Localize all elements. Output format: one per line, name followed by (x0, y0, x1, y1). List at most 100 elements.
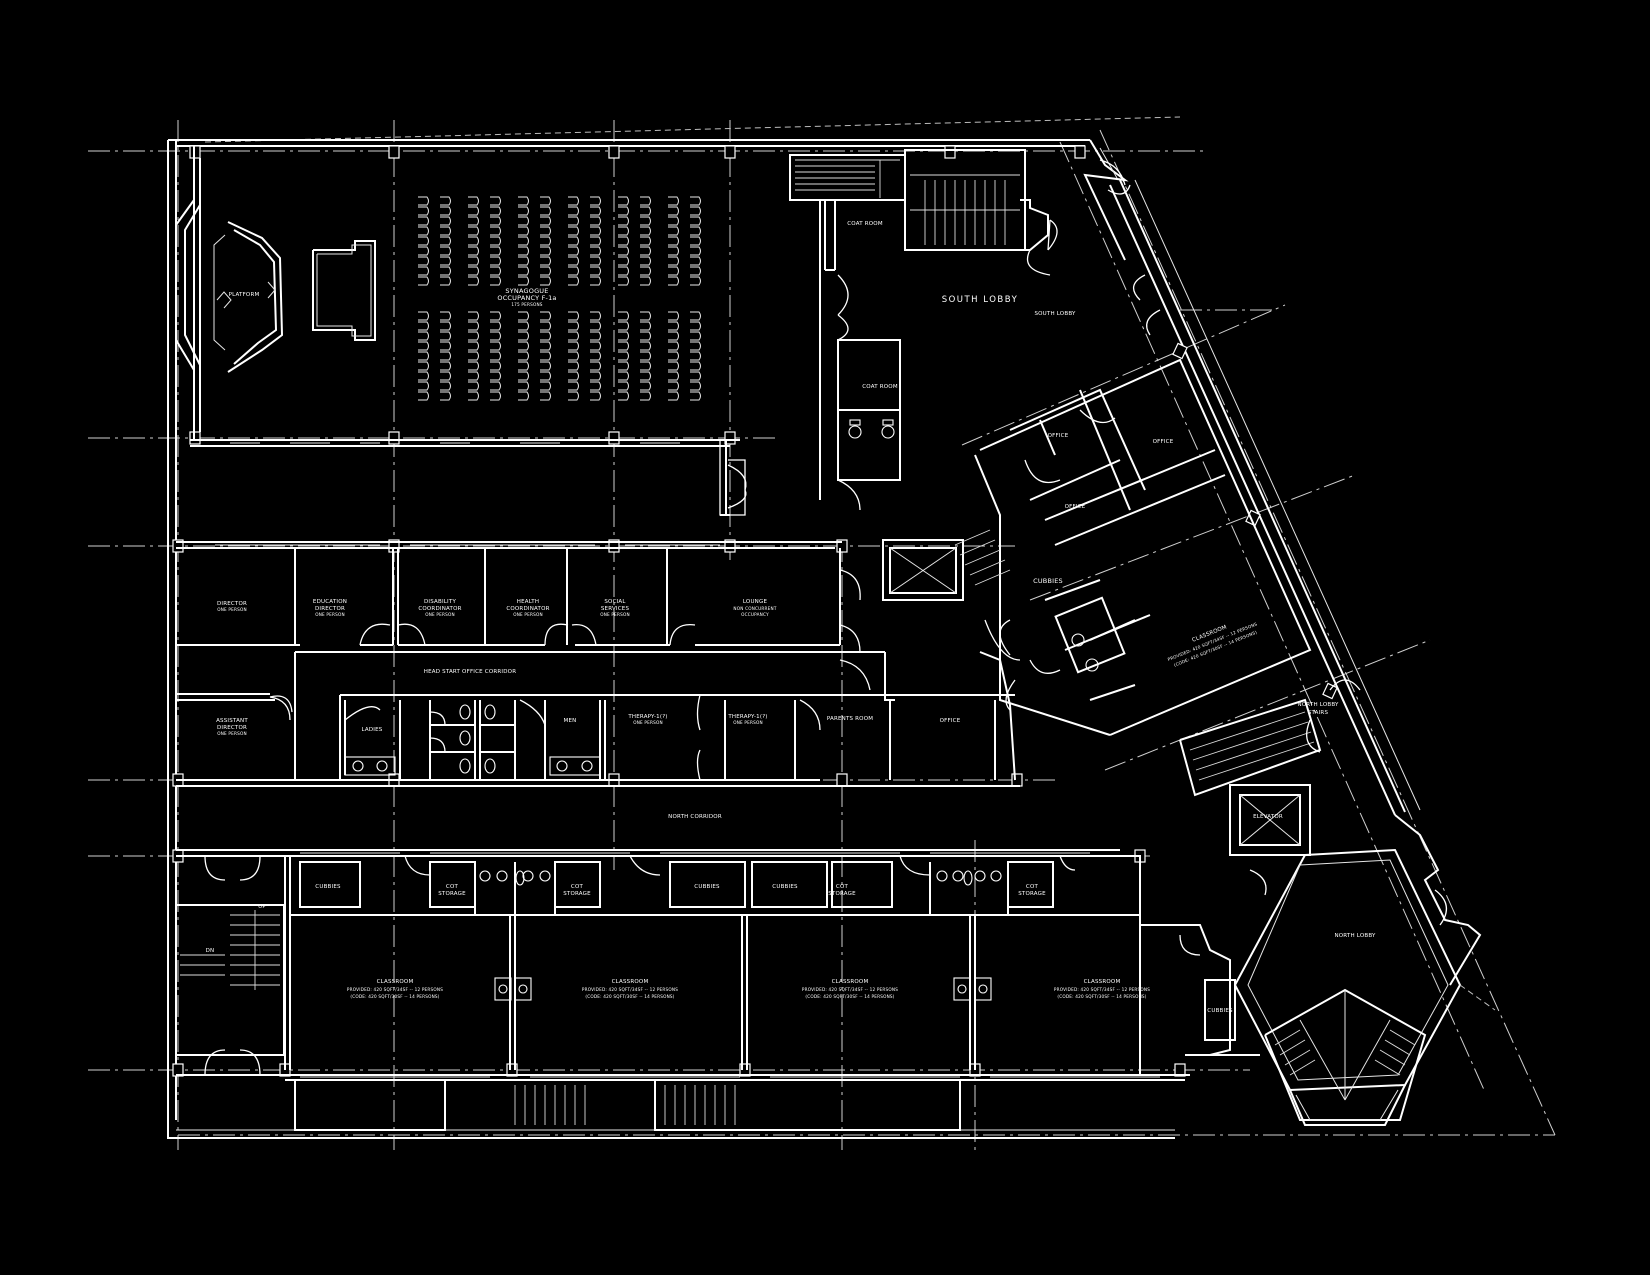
ladies-label: LADIES (362, 727, 383, 733)
seat (618, 381, 629, 391)
seat (590, 216, 601, 226)
seat (668, 216, 679, 226)
social-services-label-1: SOCIAL (604, 599, 626, 605)
assistant-director-label-1: ASSISTANT (216, 718, 248, 724)
seat (540, 351, 551, 361)
seat (590, 246, 601, 256)
classroom-3-label: CLASSROOM (832, 979, 869, 985)
seat (590, 341, 601, 351)
seat (568, 226, 579, 236)
seat (490, 311, 501, 321)
classroom-east-line2: (CODE: 420 SQFT/30SF -- 14 PERSONS) (1173, 630, 1258, 668)
seat (568, 236, 579, 246)
seat (690, 216, 701, 226)
seat (518, 311, 529, 321)
seat (568, 331, 579, 341)
seat (518, 236, 529, 246)
cubbies-3-label: CUBBIES (772, 884, 798, 890)
seat (540, 236, 551, 246)
coat-room-north-label: COAT ROOM (847, 221, 883, 227)
seat (540, 331, 551, 341)
assistant-director-sub: ONE PERSON (217, 731, 247, 736)
therapy-2-sub: ONE PERSON (733, 720, 763, 725)
seat (690, 246, 701, 256)
seat (690, 321, 701, 331)
seat (618, 331, 629, 341)
seat (518, 226, 529, 236)
seat (640, 391, 651, 401)
disability-coordinator-sub: ONE PERSON (425, 612, 455, 617)
seat (490, 196, 501, 206)
seat (468, 246, 479, 256)
seat (640, 246, 651, 256)
seat (590, 371, 601, 381)
health-coordinator-sub: ONE PERSON (513, 612, 543, 617)
seat (668, 321, 679, 331)
office-3-label: OFFICE (1065, 504, 1086, 510)
seat (690, 351, 701, 361)
classroom-1-label: CLASSROOM (377, 979, 414, 985)
seat (690, 341, 701, 351)
education-director-label-1: EDUCATION (313, 599, 347, 605)
seat (640, 206, 651, 216)
seat (690, 381, 701, 391)
seat (540, 206, 551, 216)
seat (690, 266, 701, 276)
seat (440, 226, 451, 236)
office-4-label: OFFICE (940, 718, 961, 724)
disability-coordinator-label-1: DISABILITY (424, 599, 456, 605)
head-start-corridor-label: HEAD START OFFICE CORRIDOR (424, 669, 516, 675)
classroom-2-line2: (CODE: 420 SQFT/30SF -- 14 PERSONS) (585, 994, 674, 999)
synagogue-room: PLATFORM SYNAGOGUE OCCUPANCY F-1a 175 PE… (175, 146, 821, 516)
seat (468, 236, 479, 246)
seat (618, 206, 629, 216)
classroom-2-line1: PROVIDED: 420 SQFT/34SF -- 12 PERSONS (582, 987, 678, 992)
seat (440, 331, 451, 341)
seat (418, 331, 429, 341)
seat (618, 391, 629, 401)
seat (640, 216, 651, 226)
elevator-label: ELEVATOR (1253, 814, 1283, 820)
cubbies-east-label: CUBBIES (1033, 577, 1063, 585)
lounge-label: LOUNGE (743, 599, 768, 605)
seat (440, 361, 451, 371)
assistant-director-label-2: DIRECTOR (217, 725, 247, 731)
platform-label: PLATFORM (229, 292, 260, 298)
seat (668, 266, 679, 276)
seat (468, 341, 479, 351)
seat (468, 391, 479, 401)
seat (518, 381, 529, 391)
seat (468, 361, 479, 371)
seat (490, 331, 501, 341)
office-block: DIRECTOR ONE PERSON EDUCATION DIRECTOR O… (176, 541, 885, 675)
seat (418, 196, 429, 206)
seat (440, 341, 451, 351)
service-row: ASSISTANT DIRECTOR ONE PERSON LADIES MEN… (176, 651, 1020, 820)
director-label: DIRECTOR (217, 601, 247, 607)
seat (540, 246, 551, 256)
cot-storage-2-label-a: COT (571, 884, 584, 890)
seat (418, 256, 429, 266)
seat (490, 256, 501, 266)
seat (518, 361, 529, 371)
seat (440, 321, 451, 331)
seat (490, 226, 501, 236)
seat (668, 196, 679, 206)
seat (568, 311, 579, 321)
therapy-2-label: THERAPY-1(?) (727, 714, 767, 720)
seat (590, 321, 601, 331)
seat (418, 276, 429, 286)
seat (568, 266, 579, 276)
seat (618, 266, 629, 276)
seat (618, 226, 629, 236)
south-stairs-area: COAT ROOM COAT ROOM SOUTH LOBBY SOUTH LO… (789, 149, 1161, 511)
seat (490, 236, 501, 246)
seat (568, 391, 579, 401)
seat (540, 311, 551, 321)
seat (690, 391, 701, 401)
seat (640, 236, 651, 246)
structural-columns (172, 145, 1338, 1077)
cubbies-2-label: CUBBIES (694, 884, 720, 890)
seat (568, 246, 579, 256)
